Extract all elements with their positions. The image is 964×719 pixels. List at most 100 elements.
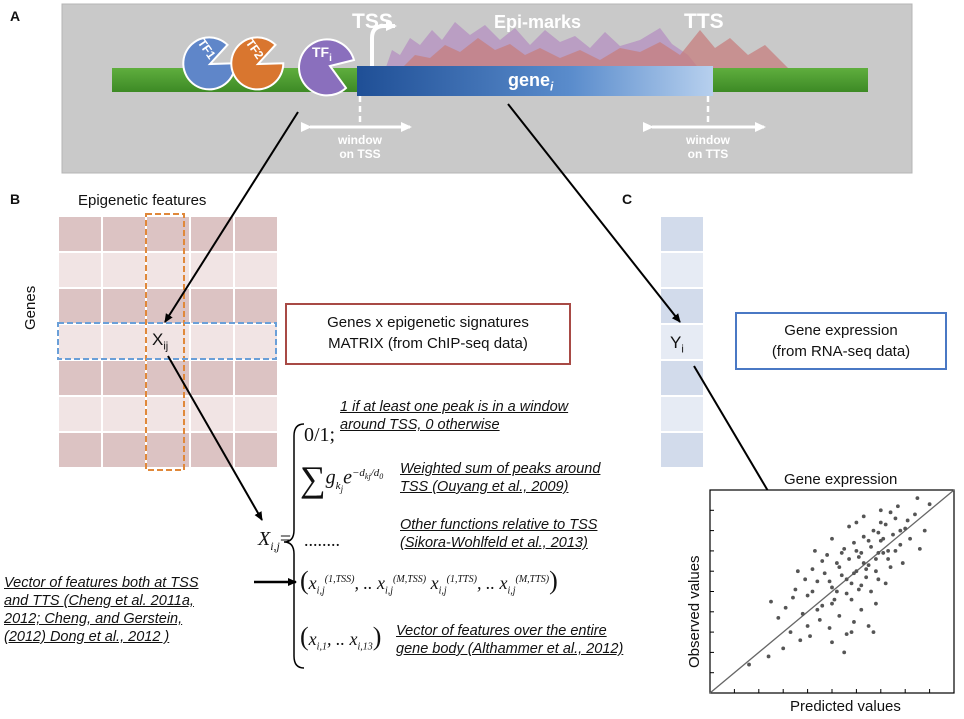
formula-opt5-vector: (xi,1, .. xi,13) bbox=[300, 622, 382, 653]
scatter-point bbox=[820, 559, 825, 563]
matrix-cell-xij: Xij bbox=[152, 330, 169, 353]
matrix-cell bbox=[189, 431, 235, 469]
scatter-point bbox=[864, 567, 869, 572]
scatter-point bbox=[927, 502, 932, 507]
scatter-points bbox=[747, 496, 932, 667]
selected-feature-column bbox=[145, 213, 185, 471]
scatter-point bbox=[805, 593, 810, 598]
scatter-point bbox=[922, 528, 927, 533]
matrix-cell bbox=[101, 359, 147, 397]
formula-opt2-expression: ∑gkje−dkj/d0 bbox=[300, 459, 384, 499]
expression-column bbox=[659, 215, 705, 469]
scatter-point bbox=[905, 518, 910, 523]
scatter-point bbox=[847, 557, 851, 561]
scatter-point bbox=[847, 524, 851, 529]
matrix-cell bbox=[57, 395, 103, 433]
scatter-point bbox=[893, 549, 898, 553]
panel-label-b: B bbox=[10, 191, 21, 207]
scatter-point bbox=[871, 528, 876, 533]
scatter-trend-line bbox=[709, 489, 955, 694]
scatter-point bbox=[781, 646, 786, 651]
scatter-point bbox=[888, 510, 893, 515]
scatter-point bbox=[859, 583, 864, 588]
scatter-point bbox=[842, 546, 847, 551]
selected-gene-row bbox=[57, 322, 277, 360]
scatter-point bbox=[874, 557, 878, 561]
scatter-point bbox=[849, 581, 854, 586]
scatter-point bbox=[815, 579, 820, 584]
scatter-point bbox=[866, 624, 871, 628]
scatter-y-label: Observed values bbox=[686, 555, 703, 668]
matrix-cell bbox=[101, 215, 147, 253]
scatter-point bbox=[866, 563, 871, 568]
formula-brace bbox=[283, 423, 305, 669]
panel-label-c: C bbox=[622, 191, 633, 207]
tss-label: TSS bbox=[352, 10, 393, 33]
matrix-cell bbox=[101, 323, 147, 361]
expression-cell-yi: Yi bbox=[670, 333, 684, 356]
matrix-cell bbox=[233, 287, 279, 325]
scatter-point bbox=[813, 549, 817, 553]
scatter-point bbox=[883, 581, 888, 586]
scatter-point bbox=[869, 589, 873, 594]
matrix-cell bbox=[101, 251, 147, 289]
formula-opt3-desc: Other functions relative to TSS(Sikora-W… bbox=[400, 517, 598, 551]
expression-cell bbox=[659, 323, 705, 361]
expression-cell bbox=[659, 251, 705, 289]
arrow-to-matrix bbox=[164, 111, 299, 323]
scatter-point bbox=[893, 516, 898, 521]
epigenetic-features-title: Epigenetic features bbox=[78, 192, 207, 209]
formula-lhs: Xi,j= bbox=[258, 528, 292, 553]
matrix-description-box bbox=[285, 303, 571, 365]
scatter-point bbox=[783, 605, 788, 610]
scatter-point bbox=[856, 587, 861, 592]
expression-description-box bbox=[735, 312, 947, 370]
scatter-point bbox=[886, 549, 891, 553]
scatter-point bbox=[898, 542, 903, 547]
tss-bent-arrow bbox=[370, 21, 397, 66]
scatter-point bbox=[832, 597, 837, 602]
scatter-point bbox=[861, 561, 866, 565]
scatter-point bbox=[822, 571, 827, 576]
scatter-point bbox=[883, 522, 888, 527]
matrix-cell bbox=[233, 251, 279, 289]
scatter-point bbox=[852, 540, 856, 545]
scatter-point bbox=[852, 571, 856, 576]
matrix-cell bbox=[189, 359, 235, 397]
formula-opt1: 0/1; bbox=[304, 424, 336, 446]
expression-cell bbox=[659, 431, 705, 469]
matrix-cell bbox=[233, 431, 279, 469]
matrix-cell bbox=[57, 323, 103, 361]
scatter-point bbox=[903, 526, 908, 531]
scatter-point bbox=[886, 557, 891, 561]
scatter-point bbox=[805, 624, 810, 628]
scatter-point bbox=[769, 599, 773, 604]
matrix-cell bbox=[57, 287, 103, 325]
matrix-cell bbox=[189, 287, 235, 325]
scatter-point bbox=[844, 577, 849, 582]
scatter-point bbox=[844, 632, 849, 637]
scatter-point bbox=[830, 640, 834, 645]
scatter-point bbox=[898, 528, 903, 533]
scatter-point bbox=[874, 601, 878, 606]
scatter-point bbox=[820, 603, 825, 608]
scatter-point bbox=[854, 520, 859, 525]
matrix-cell bbox=[189, 395, 235, 433]
scatter-point bbox=[859, 607, 864, 612]
scatter-point bbox=[766, 654, 771, 659]
scatter-point bbox=[908, 536, 912, 541]
scatter-point bbox=[839, 573, 844, 578]
scatter-point bbox=[810, 567, 815, 572]
matrix-cell bbox=[145, 359, 191, 397]
expression-description: Gene expression(from RNA-seq data) bbox=[771, 322, 911, 360]
epi-marks-label: Epi-marks bbox=[494, 12, 582, 32]
scatter-point bbox=[830, 536, 834, 541]
scatter-point bbox=[815, 607, 820, 612]
scatter-point bbox=[827, 626, 832, 630]
gene-label: genei bbox=[508, 70, 554, 94]
